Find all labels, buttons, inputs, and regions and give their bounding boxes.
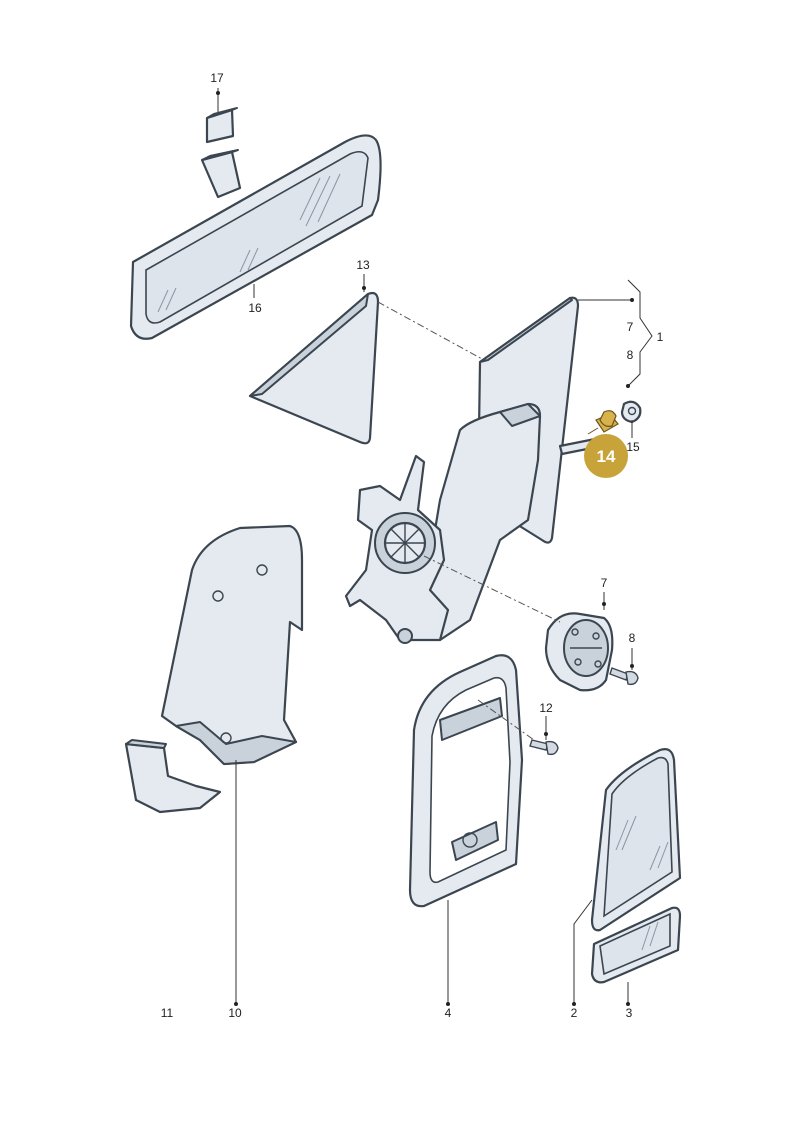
callout-7-lower: 7 — [601, 576, 608, 590]
part-17-clip[interactable] — [205, 107, 238, 144]
highlight-callout-14[interactable]: 14 — [584, 434, 628, 478]
highlight-badge — [584, 434, 628, 478]
part-15-nut[interactable] — [620, 400, 642, 424]
callout-14: 14 — [597, 447, 616, 466]
callout-8-upper: 8 — [627, 348, 634, 362]
callout-12: 12 — [539, 701, 553, 715]
part-16-interior-mirror[interactable] — [129, 134, 382, 340]
callout-10: 10 — [228, 1006, 242, 1020]
callout-13: 13 — [356, 258, 370, 272]
part-8-screw[interactable] — [609, 667, 639, 686]
part-12-screw[interactable] — [529, 739, 559, 756]
callout-16: 16 — [248, 301, 262, 315]
part-1-mirror-arm-assembly[interactable] — [344, 296, 604, 644]
callout-2: 2 — [571, 1006, 578, 1020]
callout-4: 4 — [445, 1006, 452, 1020]
part-13-triangle-cover[interactable] — [248, 291, 380, 445]
part-2-mirror-glass[interactable] — [590, 748, 682, 932]
part-3-wide-angle-glass[interactable] — [590, 906, 682, 984]
part-11-lower-cover[interactable] — [124, 739, 222, 814]
part-10-housing-cap[interactable] — [160, 524, 304, 766]
part-7-actuator-disc[interactable] — [544, 612, 614, 692]
callout-15: 15 — [626, 440, 640, 454]
callout-11: 11 — [161, 1006, 174, 1020]
callout-17: 17 — [210, 71, 224, 85]
callout-3: 3 — [626, 1006, 633, 1020]
callout-8-lower: 8 — [629, 631, 636, 645]
part-14-bolt[interactable] — [587, 410, 619, 435]
callout-labels: 17 16 13 7 8 1 15 7 8 12 11 10 4 2 3 — [161, 71, 664, 1020]
callout-7-upper: 7 — [627, 320, 634, 334]
part-4-mirror-frame[interactable] — [408, 654, 524, 908]
alignment-lines — [377, 301, 561, 741]
leader-lines — [216, 88, 653, 1006]
callout-1: 1 — [657, 330, 664, 344]
